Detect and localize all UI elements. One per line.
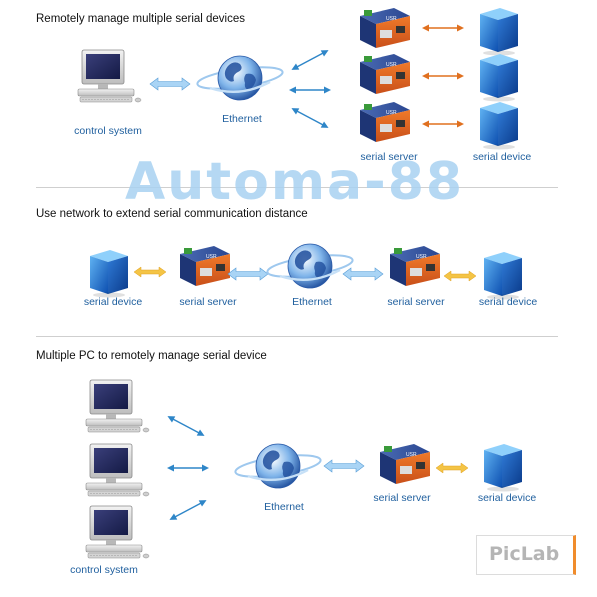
computer-icon bbox=[85, 379, 150, 433]
serial-device-cube-icon bbox=[480, 102, 518, 150]
serial-device-cube-icon bbox=[480, 54, 518, 102]
label-control-system: control system bbox=[74, 125, 142, 137]
label-serial-device: serial device bbox=[477, 492, 537, 504]
double-arrow-icon bbox=[166, 463, 210, 473]
serial-device-cube-icon bbox=[484, 252, 522, 300]
double-arrow-icon bbox=[227, 267, 269, 281]
double-arrow-icon bbox=[289, 46, 331, 74]
globe-icon bbox=[194, 54, 286, 102]
double-arrow-icon bbox=[421, 23, 465, 33]
double-arrow-icon bbox=[288, 85, 332, 95]
double-arrow-icon bbox=[167, 496, 209, 524]
label-serial-server: serial server bbox=[360, 151, 418, 163]
double-arrow-icon bbox=[443, 270, 477, 282]
double-arrow-icon bbox=[149, 77, 191, 91]
serial-device-cube-icon bbox=[480, 8, 518, 56]
double-arrow-icon bbox=[323, 459, 365, 473]
serial-server-icon bbox=[360, 8, 410, 48]
serial-server-icon bbox=[360, 54, 410, 94]
double-arrow-icon bbox=[421, 71, 465, 81]
computer-icon bbox=[85, 505, 150, 559]
section-title-extend: Use network to extend serial communicati… bbox=[36, 208, 308, 220]
label-ethernet: Ethernet bbox=[222, 113, 262, 125]
watermark-text: Automa-88 bbox=[125, 152, 465, 212]
section-title-multi: Multiple PC to remotely manage serial de… bbox=[36, 350, 267, 362]
serial-server-icon bbox=[180, 246, 230, 286]
label-serial-device: serial device bbox=[83, 296, 143, 308]
piclab-logo: PicLab bbox=[476, 535, 576, 575]
double-arrow-icon bbox=[165, 412, 207, 440]
section-divider bbox=[36, 336, 558, 337]
globe-icon bbox=[232, 442, 324, 490]
label-serial-server: serial server bbox=[373, 492, 431, 504]
computer-icon bbox=[85, 443, 150, 497]
label-serial-device: serial device bbox=[472, 151, 532, 163]
serial-device-cube-icon bbox=[90, 250, 128, 298]
serial-device-cube-icon bbox=[484, 444, 522, 492]
serial-server-icon bbox=[390, 246, 440, 286]
label-control-system: control system bbox=[70, 564, 138, 576]
double-arrow-icon bbox=[133, 266, 167, 278]
section-title-remote: Remotely manage multiple serial devices bbox=[36, 13, 246, 25]
double-arrow-icon bbox=[421, 119, 465, 129]
serial-server-icon bbox=[360, 102, 410, 142]
label-ethernet: Ethernet bbox=[264, 501, 304, 513]
label-serial-server: serial server bbox=[179, 296, 237, 308]
label-serial-device: serial device bbox=[478, 296, 538, 308]
logo-text: PicLab bbox=[489, 543, 560, 565]
double-arrow-icon bbox=[435, 462, 469, 474]
section-divider bbox=[36, 187, 558, 188]
double-arrow-icon bbox=[342, 267, 384, 281]
serial-server-icon bbox=[380, 444, 430, 484]
label-serial-server: serial server bbox=[387, 296, 445, 308]
globe-icon bbox=[264, 242, 356, 290]
label-ethernet: Ethernet bbox=[292, 296, 332, 308]
computer-icon bbox=[77, 49, 142, 103]
